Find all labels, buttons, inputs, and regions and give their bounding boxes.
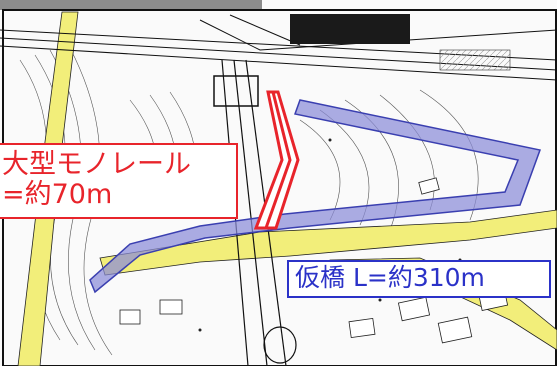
dark-block bbox=[290, 14, 410, 44]
monorail-label: 大型モノレール bbox=[2, 149, 191, 180]
buildings bbox=[119, 177, 509, 344]
monorail-length: =約70m bbox=[2, 179, 113, 211]
road-main bbox=[99, 209, 557, 276]
bridge-label: 仮橋 L=約310m bbox=[295, 263, 485, 292]
monorail-route bbox=[253, 90, 300, 230]
circular-structure bbox=[263, 326, 297, 364]
bridge-callout: 仮橋 L=約310m bbox=[287, 260, 551, 298]
temporary-bridge-route bbox=[89, 99, 542, 294]
monorail-callout: 大型モノレール =約70m bbox=[0, 143, 238, 219]
station-block bbox=[213, 75, 259, 107]
header-strip bbox=[0, 0, 262, 10]
